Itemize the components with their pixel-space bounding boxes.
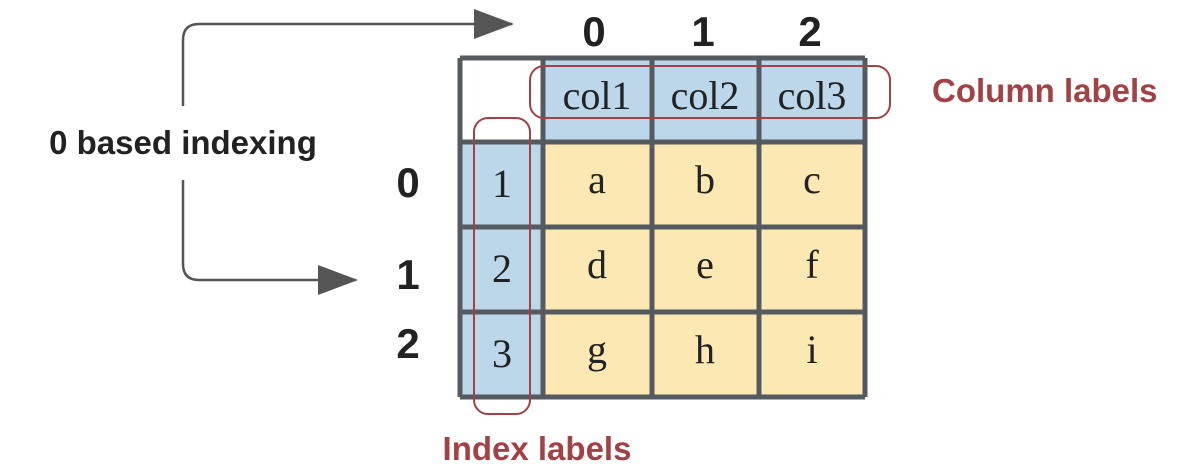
table-cell: d bbox=[587, 242, 607, 287]
column-labels-callout: Column labels bbox=[932, 72, 1158, 109]
column-labels-highlight bbox=[529, 65, 891, 119]
index-labels-callout: Index labels bbox=[443, 430, 632, 467]
index-labels-highlight bbox=[473, 117, 531, 415]
index-label: 1 bbox=[492, 161, 512, 206]
column-position-number: 2 bbox=[798, 8, 821, 55]
column-position-number: 0 bbox=[582, 8, 605, 55]
table-cell: h bbox=[695, 327, 715, 372]
table-cell: a bbox=[588, 157, 606, 202]
table-cell: f bbox=[805, 242, 819, 287]
table-cell: c bbox=[803, 157, 821, 202]
table-cell: b bbox=[695, 157, 715, 202]
cell-area-background bbox=[543, 142, 865, 397]
zero-based-indexing-label: 0 based indexing bbox=[49, 124, 317, 161]
row-position-number: 1 bbox=[396, 251, 419, 298]
column-label: col2 bbox=[671, 73, 740, 118]
index-label: 2 bbox=[492, 246, 512, 291]
table-grid bbox=[457, 55, 868, 400]
column-position-number: 1 bbox=[691, 8, 714, 55]
row-position-number: 0 bbox=[396, 159, 419, 206]
index-label: 3 bbox=[492, 331, 512, 376]
table-cell: i bbox=[806, 327, 817, 372]
column-label: col3 bbox=[778, 73, 847, 118]
column-label: col1 bbox=[563, 73, 632, 118]
column-position-arrow bbox=[181, 9, 514, 106]
table-cell: e bbox=[696, 242, 714, 287]
column-header-background bbox=[543, 58, 865, 142]
row-position-number: 2 bbox=[396, 320, 419, 367]
row-position-arrow bbox=[181, 180, 358, 295]
table-cell: g bbox=[587, 327, 607, 372]
